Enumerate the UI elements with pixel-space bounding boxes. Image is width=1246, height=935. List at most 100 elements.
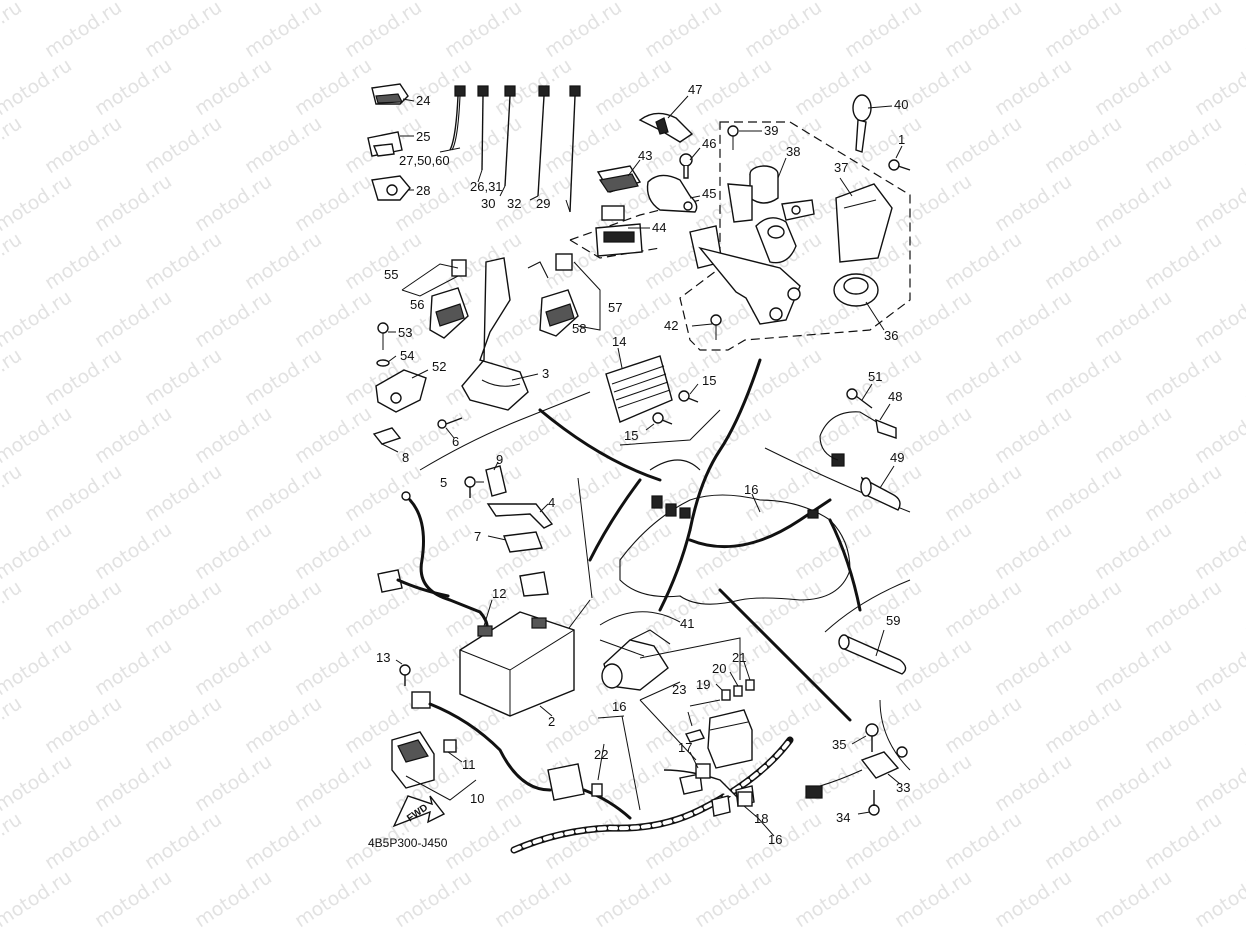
callout-labels: 24 25 27,50,60 28 26,31 30 32 29 43 44 4… xyxy=(368,82,910,850)
callout-40: 40 xyxy=(894,97,908,112)
callout-11: 11 xyxy=(462,757,476,772)
callout-16b: 16 xyxy=(612,699,626,714)
callout-41: 41 xyxy=(680,616,694,631)
starter-relay-10 xyxy=(391,691,435,789)
watermark-text: motod.ru xyxy=(291,286,376,352)
bolt-35 xyxy=(865,723,879,752)
battery-band-4 xyxy=(486,503,554,529)
callout-32: 32 xyxy=(507,196,521,211)
fwd-arrow xyxy=(392,795,446,828)
watermark-text: motod.ru xyxy=(941,808,1026,874)
clip-28 xyxy=(371,175,411,201)
clip-25 xyxy=(367,131,403,157)
callout-1: 1 xyxy=(898,132,905,147)
callout-9: 9 xyxy=(496,452,503,467)
watermark-text: motod.ru xyxy=(1191,634,1246,700)
watermark-text: motod.ru xyxy=(0,460,26,526)
callout-14: 14 xyxy=(612,334,626,349)
watermark-text: motod.ru xyxy=(0,286,76,352)
watermark-text: motod.ru xyxy=(591,54,676,120)
watermark-text: motod.ru xyxy=(291,518,376,584)
callout-21: 21 xyxy=(732,650,746,665)
watermark-text: motod.ru xyxy=(991,634,1076,700)
sleeve-59 xyxy=(838,634,907,675)
watermark-text: motod.ru xyxy=(41,344,126,410)
watermark-text: motod.ru xyxy=(841,808,926,874)
watermark-text: motod.ru xyxy=(1041,460,1126,526)
watermark-text: motod.ru xyxy=(1091,518,1176,584)
clamp-47 xyxy=(638,112,694,143)
watermark-text: motod.ru xyxy=(141,0,226,62)
watermark-text: motod.ru xyxy=(441,808,526,874)
watermark-text: motod.ru xyxy=(1141,0,1226,62)
callout-15a: 15 xyxy=(702,373,716,388)
cable-ties xyxy=(449,85,581,213)
watermark-text: motod.ru xyxy=(191,866,276,932)
watermark-text: motod.ru xyxy=(991,750,1076,816)
callout-55: 55 xyxy=(384,267,398,282)
relay-56 xyxy=(429,287,469,339)
watermark-text: motod.ru xyxy=(591,518,676,584)
watermark-text: motod.ru xyxy=(0,518,76,584)
watermark-text: motod.ru xyxy=(341,228,426,294)
watermark-text: motod.ru xyxy=(0,402,76,468)
watermark-text: motod.ru xyxy=(941,692,1026,758)
callout-23: 23 xyxy=(672,682,686,697)
watermark-text: motod.ru xyxy=(0,634,76,700)
watermark-text: motod.ru xyxy=(41,228,126,294)
callout-51: 51 xyxy=(868,369,882,384)
watermark-text: motod.ru xyxy=(141,228,226,294)
watermark-text: motod.ru xyxy=(0,344,26,410)
watermark-text: motod.ru xyxy=(241,576,326,642)
fuse-23 xyxy=(684,729,706,743)
watermark-text: motod.ru xyxy=(141,112,226,178)
watermark-text: motod.ru xyxy=(1241,0,1246,62)
fuse-box xyxy=(707,709,753,769)
watermark-text: motod.ru xyxy=(391,866,476,932)
callout-5: 5 xyxy=(440,475,447,490)
watermark-text: motod.ru xyxy=(491,402,576,468)
diagram-code: 4B5P300-J450 xyxy=(368,836,448,850)
horn-41 xyxy=(601,629,671,691)
watermark-text: motod.ru xyxy=(41,576,126,642)
watermark-text: motod.ru xyxy=(1041,344,1126,410)
callout-6: 6 xyxy=(452,434,459,449)
connector-18 xyxy=(737,791,753,807)
watermark-text: motod.ru xyxy=(1241,576,1246,642)
callout-19: 19 xyxy=(696,677,710,692)
watermark-text: motod.ru xyxy=(1141,228,1226,294)
watermark-text: motod.ru xyxy=(1141,692,1226,758)
watermark-text: motod.ru xyxy=(241,692,326,758)
watermark-text: motod.ru xyxy=(391,518,476,584)
watermark-text: motod.ru xyxy=(1141,460,1226,526)
relay-55 xyxy=(451,259,467,277)
callout-28: 28 xyxy=(416,183,430,198)
watermark-text: motod.ru xyxy=(691,518,776,584)
callout-42: 42 xyxy=(664,318,678,333)
leader-lines xyxy=(381,95,903,837)
watermark-text: motod.ru xyxy=(941,0,1026,62)
watermark-text: motod.ru xyxy=(91,286,176,352)
watermark-text: motod.ru xyxy=(141,460,226,526)
watermark-text: motod.ru xyxy=(41,460,126,526)
watermark-text: motod.ru xyxy=(0,112,26,178)
watermark-text: motod.ru xyxy=(1091,750,1176,816)
watermark-text: motod.ru xyxy=(0,54,76,120)
watermark-text: motod.ru xyxy=(91,54,176,120)
callout-8: 8 xyxy=(402,450,409,465)
callout-7: 7 xyxy=(474,529,481,544)
watermark-text: motod.ru xyxy=(541,0,626,62)
callout-18: 18 xyxy=(754,811,768,826)
watermark-text: motod.ru xyxy=(941,576,1026,642)
watermark-text: motod.ru xyxy=(41,808,126,874)
watermark-text: motod.ru xyxy=(91,866,176,932)
watermark-text: motod.ru xyxy=(991,170,1076,236)
watermark-text: motod.ru xyxy=(941,460,1026,526)
relay-43 xyxy=(596,165,642,193)
callout-12: 12 xyxy=(492,586,506,601)
callout-52: 52 xyxy=(432,359,446,374)
callout-13: 13 xyxy=(376,650,390,665)
watermark-text: motod.ru xyxy=(91,750,176,816)
callout-46: 46 xyxy=(702,136,716,151)
watermark-text: motod.ru xyxy=(91,170,176,236)
